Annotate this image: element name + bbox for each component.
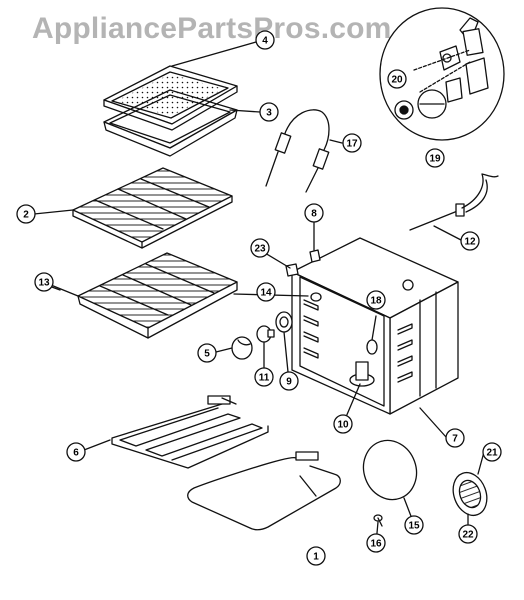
callout-21: 21	[482, 442, 502, 462]
callout-label: 5	[204, 349, 210, 360]
callout-label: 13	[38, 278, 50, 289]
callout-5: 5	[197, 343, 217, 363]
callout-label: 9	[286, 377, 292, 388]
callout-label: 16	[370, 539, 382, 550]
callout-label: 15	[408, 521, 420, 532]
callout-label: 3	[266, 108, 272, 119]
callout-6: 6	[66, 442, 86, 462]
callout-label: 22	[462, 530, 474, 541]
callout-label: 4	[262, 36, 268, 47]
callout-19: 19	[425, 148, 445, 168]
oven-rack-lower	[78, 253, 237, 338]
callout-label: 23	[254, 244, 266, 255]
convection-fan-inset	[380, 8, 504, 140]
callout-label: 2	[23, 210, 29, 221]
light-socket-hole	[311, 293, 321, 301]
callout-label: 18	[370, 296, 382, 307]
callout-label: 19	[429, 154, 441, 165]
watermark-text: AppliancePartsPros.com	[32, 12, 392, 45]
callout-label: 14	[260, 288, 272, 299]
callout-9: 9	[279, 371, 299, 391]
callout-13: 13	[34, 272, 54, 292]
bake-element	[188, 452, 341, 530]
convection-fan-motor	[447, 468, 492, 520]
broil-element	[112, 396, 268, 468]
callout-14: 14	[256, 282, 276, 302]
callout-label: 17	[346, 139, 358, 150]
callout-1: 1	[306, 546, 326, 566]
callout-4: 4	[255, 30, 275, 50]
callout-label: 8	[311, 209, 317, 220]
callout-7: 7	[445, 428, 465, 448]
callout-15: 15	[404, 515, 424, 535]
callout-label: 21	[486, 448, 498, 459]
hinge-receptacle	[310, 250, 320, 262]
bake-sensor-probe	[410, 174, 498, 230]
callout-label: 1	[313, 552, 319, 563]
broiler-pan	[104, 90, 237, 156]
callout-23: 23	[250, 238, 270, 258]
callout-17: 17	[342, 133, 362, 153]
callout-label: 7	[452, 434, 458, 445]
callout-16: 16	[366, 533, 386, 553]
callout-22: 22	[458, 524, 478, 544]
callout-18: 18	[366, 290, 386, 310]
light-bulb	[257, 326, 274, 342]
callout-label: 11	[259, 373, 270, 384]
fan-cover	[355, 433, 424, 507]
callout-20: 20	[387, 69, 407, 89]
light-socket	[276, 312, 292, 332]
callout-label: 6	[73, 448, 79, 459]
callout-label: 20	[391, 75, 403, 86]
callout-10: 10	[333, 414, 353, 434]
callout-12: 12	[460, 231, 480, 251]
callout-11: 11	[254, 367, 274, 387]
fan-screw	[374, 515, 382, 526]
callout-8: 8	[304, 203, 324, 223]
callout-3: 3	[259, 102, 279, 122]
callout-2: 2	[16, 204, 36, 224]
oven-rack-upper	[73, 168, 232, 248]
fan-baffle	[350, 362, 374, 386]
callout-label: 12	[464, 237, 476, 248]
temperature-sensor	[266, 110, 329, 192]
callout-label: 10	[337, 420, 349, 431]
